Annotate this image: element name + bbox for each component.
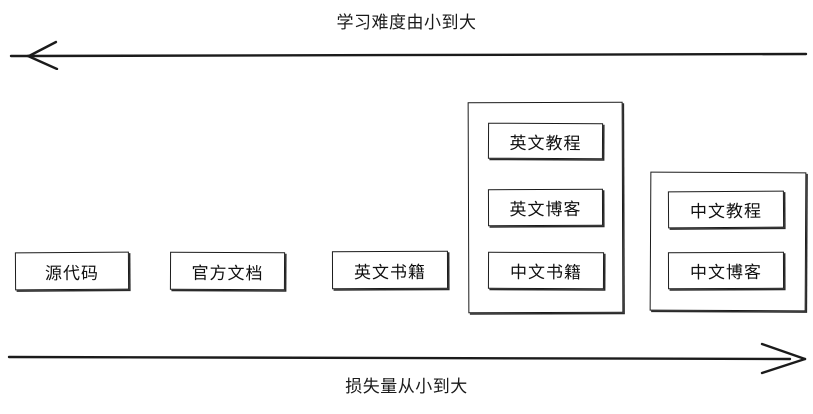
arrow-left-icon xyxy=(9,40,808,70)
node-official-docs[interactable]: 官方文档 xyxy=(169,251,286,291)
node-english-blogs[interactable]: 英文博客 xyxy=(487,188,604,227)
node-source-code[interactable]: 源代码 xyxy=(14,251,130,291)
node-english-books[interactable]: 英文书籍 xyxy=(331,250,449,290)
bottom-axis-label: 损失量从小到大 xyxy=(345,377,468,397)
node-chinese-blogs[interactable]: 中文博客 xyxy=(667,251,785,290)
top-axis-label: 学习难度由小到大 xyxy=(336,13,477,33)
arrow-right-icon xyxy=(7,342,807,375)
node-english-tutorials[interactable]: 英文教程 xyxy=(487,122,604,160)
node-chinese-tutorials[interactable]: 中文教程 xyxy=(667,190,785,229)
node-chinese-books[interactable]: 中文书籍 xyxy=(487,251,605,290)
